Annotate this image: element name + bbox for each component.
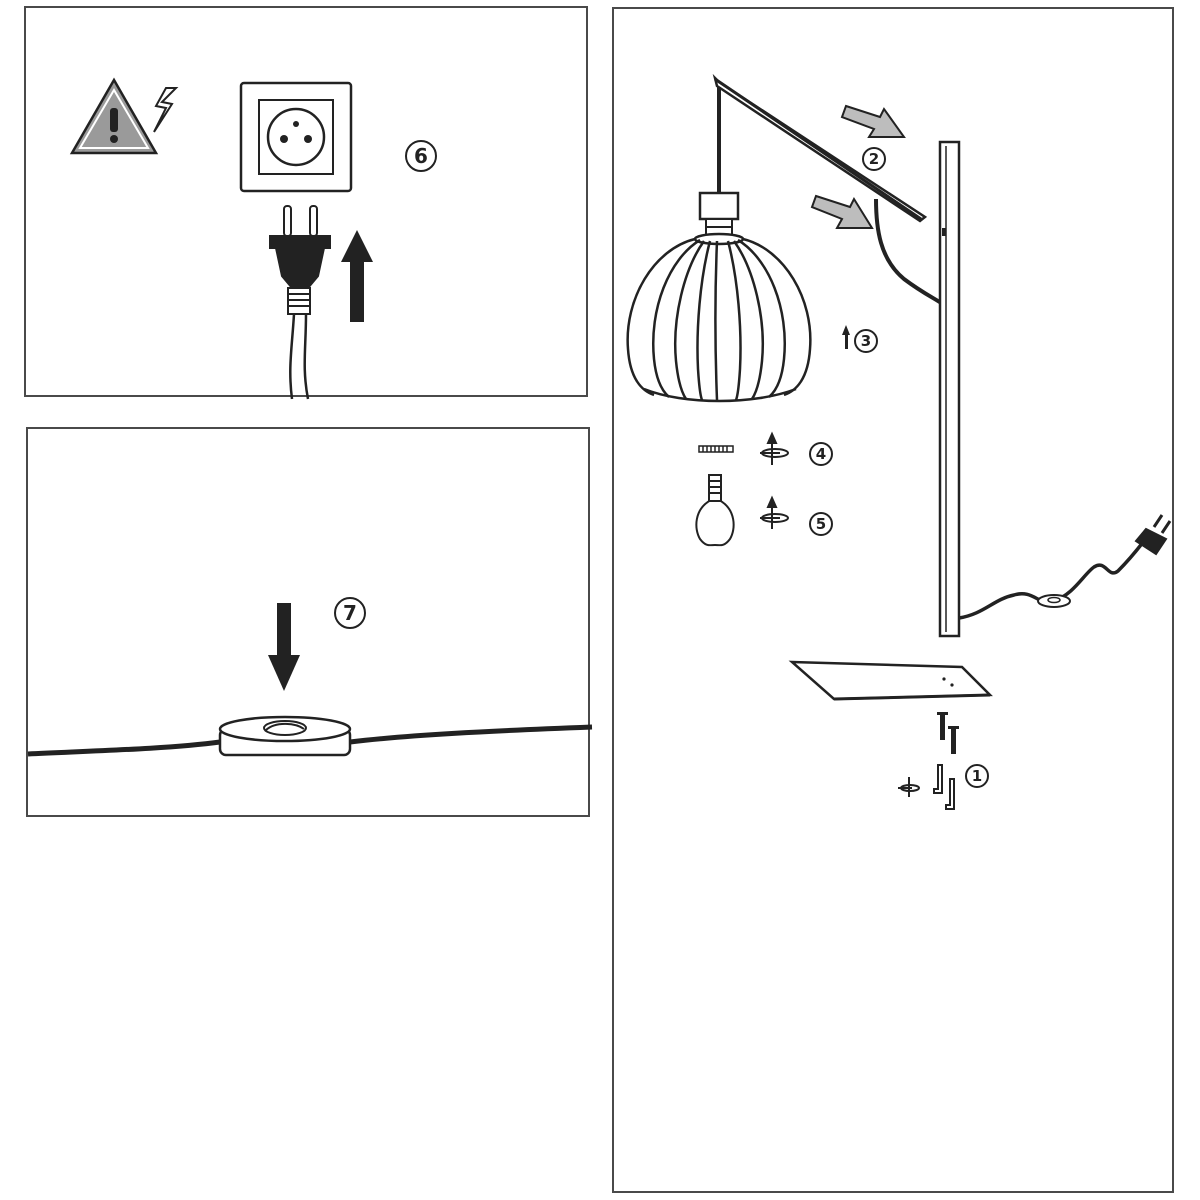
step-number-4: 4: [809, 442, 833, 466]
lamp-assembly-illustration: [626, 73, 1172, 810]
down-arrow-icon: [268, 603, 300, 691]
attach-arrow-icon: [810, 104, 906, 229]
power-cord: [27, 724, 593, 757]
screw-icon: [937, 712, 959, 754]
up-arrow-icon: [341, 230, 373, 322]
floor-cable: [958, 539, 1146, 620]
rotate-screw-icon: [760, 495, 789, 529]
wall-socket-icon: [239, 81, 353, 193]
lift-arrow-icon: [842, 325, 850, 349]
power-plug-icon: [269, 205, 331, 400]
shade-ring-icon: [698, 445, 734, 453]
lamp-socket: [698, 191, 740, 236]
step-number-2: 2: [862, 147, 886, 171]
rotate-screw-icon: [760, 431, 789, 465]
lamp-pole: [938, 140, 961, 638]
step-number-7: 7: [334, 597, 366, 629]
lamp-base-plate: [788, 660, 993, 701]
side-cable: [874, 198, 946, 307]
assembly-panel: 2 3 4 5 1: [612, 7, 1174, 1193]
step-number-6: 6: [405, 140, 437, 172]
foot-switch-icon: [218, 715, 352, 757]
cage-lamp-shade: [626, 232, 812, 403]
power-plug-icon: [1134, 514, 1172, 556]
electric-shock-warning-icon: [69, 77, 179, 155]
rotate-screw-icon: [898, 777, 920, 797]
switch-illustration: [27, 603, 593, 757]
plug-in-illustration: [69, 77, 373, 400]
light-bulb-icon: [695, 474, 735, 547]
step-number-1: 1: [965, 764, 989, 788]
step-7-panel: 7: [26, 427, 593, 817]
step-number-5: 5: [809, 512, 833, 536]
allen-key-icon: [933, 764, 955, 810]
cord-switch-icon: [1037, 594, 1071, 608]
lamp-arm: [712, 73, 928, 223]
step-number-3: 3: [854, 329, 878, 353]
step-6-panel: 6: [24, 6, 588, 400]
